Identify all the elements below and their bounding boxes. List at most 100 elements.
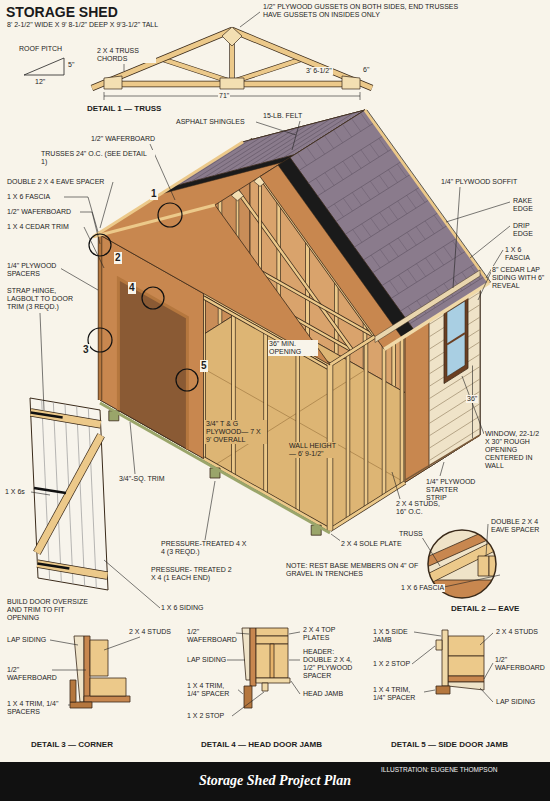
leader-line xyxy=(205,481,215,540)
corner-trim xyxy=(70,702,92,708)
leader-line xyxy=(50,640,78,645)
part-label: WALL HEIGHT— 6' 9-1/2" xyxy=(288,442,338,458)
leader-line xyxy=(392,472,400,499)
leader-line xyxy=(462,376,484,434)
header xyxy=(256,644,288,678)
callout-circle xyxy=(89,234,111,256)
leader-line xyxy=(484,663,493,679)
callout-circle xyxy=(88,328,112,352)
part-label: NOTE: REST BASE MEMBERS ON 4" OF GRAVEL … xyxy=(285,562,420,578)
callout-number: 5 xyxy=(200,360,208,372)
part-label: 1 X 6 FASCIA xyxy=(504,246,546,262)
drip-edge xyxy=(367,110,491,283)
shingle-tab xyxy=(361,187,370,200)
shingle-tab xyxy=(370,181,379,194)
framing-member xyxy=(346,354,350,519)
shingle-tab xyxy=(352,156,361,169)
shingle-tab xyxy=(362,224,371,237)
shingle-course xyxy=(336,174,411,222)
shingle-course xyxy=(180,140,251,185)
part-label: TRUSSES 24" O.C. (SEE DETAIL 1) xyxy=(40,150,155,166)
shingle-tab xyxy=(371,218,380,231)
shingle-tab xyxy=(361,150,370,163)
shingle-course xyxy=(382,238,457,286)
framing-member xyxy=(204,459,331,531)
door-board xyxy=(88,408,96,588)
framing-member xyxy=(37,435,101,553)
detail-heading: DETAIL 2 — EAVE xyxy=(450,604,520,613)
part-label: 3/4" T & G PLYWOOD— 7 X 9' OVERALL xyxy=(205,420,267,444)
part-label: 8' 2-1/2" WIDE X 9' 8-1/2" DEEP X 9'3-1/… xyxy=(6,21,159,29)
detail-heading: DETAIL 5 — SIDE DOOR JAMB xyxy=(390,740,509,749)
waferboard xyxy=(250,628,256,686)
stop xyxy=(436,640,442,650)
shingle-tab xyxy=(352,119,361,132)
framing-member xyxy=(296,347,299,512)
callout-number: 4 xyxy=(128,282,136,294)
leader-line xyxy=(256,122,296,135)
framing-member xyxy=(364,342,368,507)
framing-member xyxy=(37,435,101,553)
shingle-tab xyxy=(389,244,398,257)
stud xyxy=(448,656,484,676)
fascia xyxy=(384,283,489,350)
part-label: 1 X 6 FASCIA xyxy=(6,193,51,201)
leader-line xyxy=(100,182,113,228)
shingles xyxy=(290,110,489,330)
leader-line xyxy=(412,646,435,664)
framing-member xyxy=(259,177,261,272)
part-label: 5" xyxy=(67,61,75,69)
shingle-tab xyxy=(390,281,399,294)
side-jamb xyxy=(442,630,448,686)
roof-sheathing xyxy=(260,110,489,349)
top-plate xyxy=(256,628,288,636)
framing-member xyxy=(92,30,232,88)
part-label: DOUBLE 2 X 4 EAVE SPACER xyxy=(490,518,546,534)
shingle-tab xyxy=(307,147,316,160)
framing-member xyxy=(264,329,267,494)
part-label: 1/2" WAFERBOARD xyxy=(6,208,72,216)
part-label: WINDOW, 22-1/2 X 30" ROUGH OPENING CENTE… xyxy=(484,430,546,470)
strap-hinge xyxy=(37,564,69,569)
shingle-tab xyxy=(353,230,362,243)
part-label: DOUBLE 2 X 4 EAVE SPACER xyxy=(6,178,105,186)
callout-number: 1 xyxy=(150,188,158,200)
part-label: LAP SIDING xyxy=(186,656,227,664)
leader-line xyxy=(40,313,44,410)
shingle-tab xyxy=(426,258,435,271)
leader-line xyxy=(480,633,493,645)
door-opening xyxy=(118,278,187,449)
fascia xyxy=(500,536,508,580)
framing-member xyxy=(231,310,235,475)
leader-line xyxy=(480,688,493,702)
leader-line xyxy=(420,534,440,566)
gusset xyxy=(104,76,122,89)
shingle-tab xyxy=(325,136,334,149)
shingle-course xyxy=(364,212,439,260)
detail-heading: DETAIL 1 — TRUSS xyxy=(86,104,162,113)
dimension-tick xyxy=(360,92,361,100)
rake-edge xyxy=(365,110,489,283)
leader-line xyxy=(104,637,140,650)
gusset xyxy=(222,27,242,46)
part-label: 2 X 4 STUDS xyxy=(128,628,172,636)
part-label: DRIP EDGE xyxy=(512,222,546,238)
framing-member xyxy=(37,564,107,576)
soffit xyxy=(375,270,480,343)
leader-line xyxy=(124,64,125,71)
leader-line xyxy=(289,632,300,634)
plywood-spacer xyxy=(270,644,274,678)
corner-trim xyxy=(70,680,76,702)
leader-line xyxy=(446,202,510,222)
part-label: 1 X 5 SIDE JAMB xyxy=(372,628,412,644)
part-label: PRESSURE- TREATED 2 X 4 (1 EACH END) xyxy=(150,566,235,582)
part-label: 36" MIN. OPENING xyxy=(268,340,318,356)
framing-member xyxy=(31,412,101,424)
shingle-tab xyxy=(407,232,416,245)
part-label: LAP SIDING xyxy=(6,636,47,644)
leader-line xyxy=(478,272,491,300)
shingle-tab xyxy=(325,173,334,186)
shingle-course xyxy=(410,276,485,324)
shingle-tab xyxy=(371,255,380,268)
strap-hinge xyxy=(31,412,63,417)
